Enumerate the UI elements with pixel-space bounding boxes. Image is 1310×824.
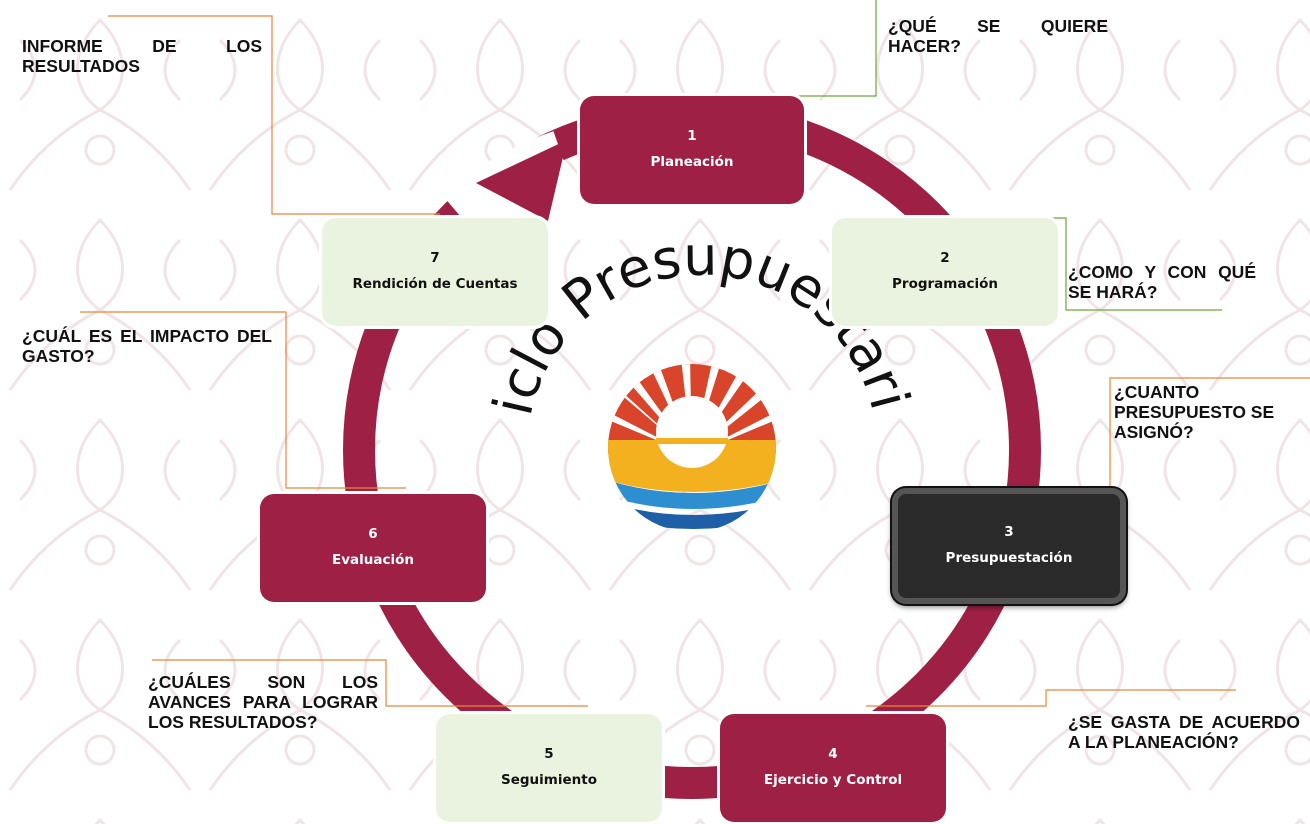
step-label: Presupuestación xyxy=(945,550,1073,566)
step-number: 2 xyxy=(940,250,950,267)
question-que-se-quiere-hacer: ¿QUÉ SE QUIERE HACER? xyxy=(888,16,1108,56)
step-evaluacion: 6 Evaluación xyxy=(260,494,486,602)
step-label: Programación xyxy=(892,276,998,292)
step-number: 4 xyxy=(828,746,838,763)
step-number: 1 xyxy=(687,128,697,145)
step-number: 6 xyxy=(368,526,378,543)
step-label: Seguimiento xyxy=(501,772,597,788)
question-informe-resultados: INFORME DE LOS RESULTADOS xyxy=(22,36,262,76)
step-rendicion-cuentas: 7 Rendición de Cuentas xyxy=(322,218,548,326)
leader-q5 xyxy=(152,659,588,707)
step-label: Ejercicio y Control xyxy=(763,772,903,788)
step-number: 7 xyxy=(430,250,440,267)
question-cuanto-presupuesto: ¿CUANTO PRESUPUESTO SE ASIGNÓ? xyxy=(1114,382,1275,442)
step-planeacion: 1 Planeación xyxy=(580,96,804,204)
leader-q6 xyxy=(80,311,406,489)
leader-q7 xyxy=(108,15,440,215)
question-como-y-con-que: ¿COMO Y CON QUÉ SE HARÁ? xyxy=(1068,262,1256,302)
step-ejercicio-control: 4 Ejercicio y Control xyxy=(720,714,946,822)
question-cuales-son-los-avances: ¿CUÁLES SON LOS AVANCES PARA LOGRAR LOS … xyxy=(148,672,378,732)
step-number: 5 xyxy=(544,746,554,763)
step-seguimiento: 5 Seguimiento xyxy=(436,714,662,822)
question-se-gasta-de-acuerdo: ¿SE GASTA DE ACUERDO A LA PLANEACIÓN? xyxy=(1068,712,1300,752)
step-label: Rendición de Cuentas xyxy=(352,276,518,292)
step-number: 3 xyxy=(1004,524,1014,541)
step-presupuestacion: 3 Presupuestación xyxy=(892,488,1126,604)
leader-q4 xyxy=(866,689,1236,707)
step-programacion: 2 Programación xyxy=(832,218,1058,326)
question-cual-es-el-impacto: ¿CUÁL ES EL IMPACTO DEL GASTO? xyxy=(22,326,272,366)
step-label: Evaluación xyxy=(332,552,414,568)
step-label: Planeación xyxy=(650,154,734,170)
cycle-arrowhead xyxy=(476,140,567,221)
